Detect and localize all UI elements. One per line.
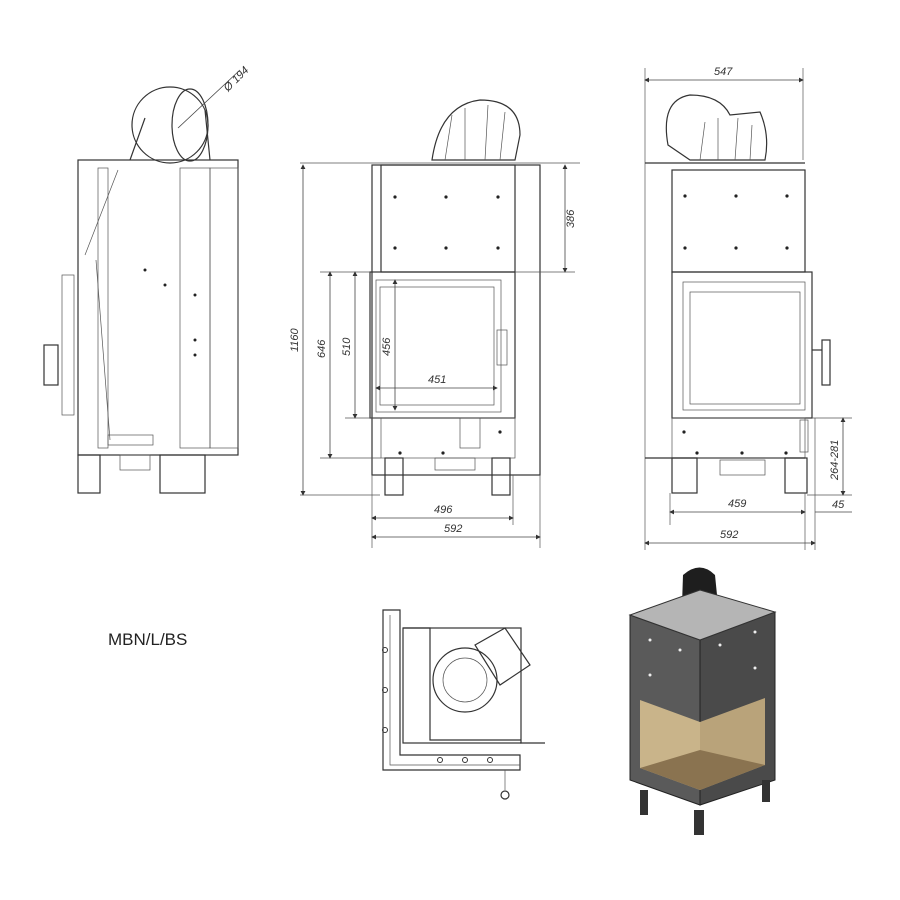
dim-45: 45 <box>832 499 845 511</box>
front-view: 1160 646 510 456 451 386 496 592 <box>289 99 580 548</box>
model-label: MBN/L/BS <box>108 630 188 649</box>
flue-diameter-label: Ø 194 <box>221 64 251 94</box>
dim-496: 496 <box>434 504 453 516</box>
right-view: 547 264-281 459 45 592 <box>644 66 852 550</box>
dim-456: 456 <box>381 337 393 356</box>
plan-view <box>382 609 545 800</box>
dim-264-281: 264-281 <box>829 440 841 481</box>
dim-459: 459 <box>728 498 746 510</box>
dim-1160: 1160 <box>289 327 301 352</box>
dim-547: 547 <box>714 66 733 78</box>
side-view: Ø 194 <box>43 64 251 494</box>
isometric-view <box>628 567 777 835</box>
dim-510: 510 <box>341 337 353 356</box>
diameter-leader <box>177 69 241 129</box>
dim-386: 386 <box>565 209 577 228</box>
dim-592-right: 592 <box>720 529 738 541</box>
dim-592: 592 <box>444 523 462 535</box>
dim-646: 646 <box>316 339 328 358</box>
dim-451: 451 <box>428 374 446 386</box>
